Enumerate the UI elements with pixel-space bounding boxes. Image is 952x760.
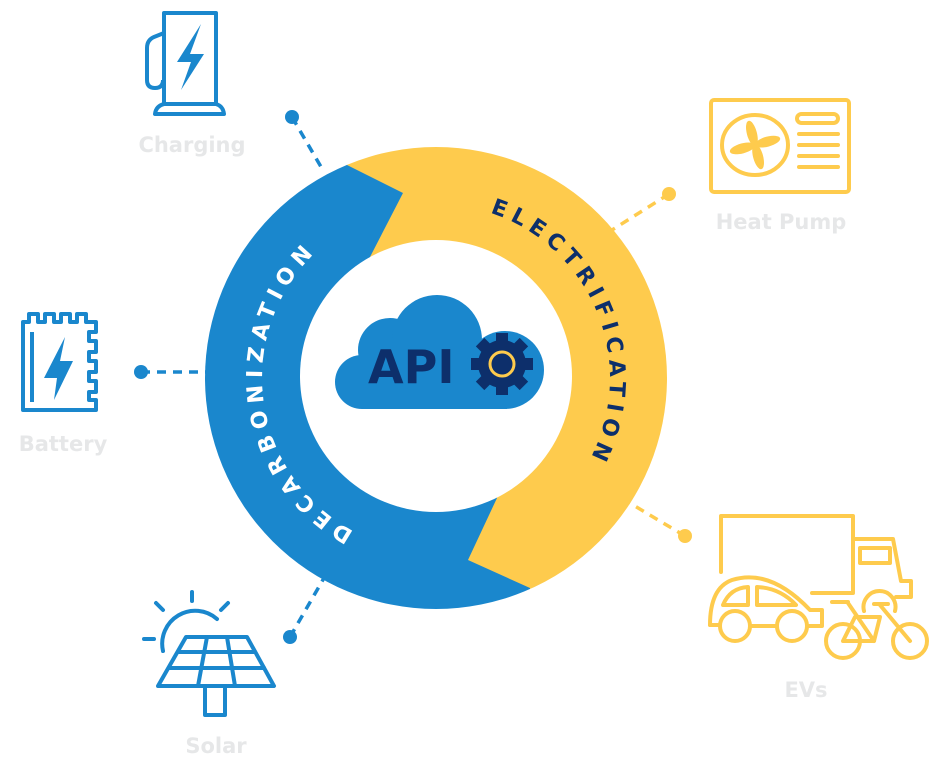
node-label-heat-pump: Heat Pump xyxy=(716,210,847,234)
cloud-gear-icon: API xyxy=(335,295,544,409)
heat-pump-icon xyxy=(709,98,851,194)
ring-segment-decarbonization xyxy=(0,0,540,760)
battery-icon xyxy=(21,312,98,412)
vehicles-icon xyxy=(708,514,929,660)
api-label: API xyxy=(368,340,454,394)
node-label-solar: Solar xyxy=(185,734,247,758)
node-label-evs: EVs xyxy=(784,678,827,702)
gear-icon xyxy=(471,333,533,395)
node-label-battery: Battery xyxy=(19,432,108,456)
node-label-charging: Charging xyxy=(138,133,245,157)
solar-panel-icon xyxy=(142,590,276,717)
ev-charger-icon xyxy=(145,11,226,116)
